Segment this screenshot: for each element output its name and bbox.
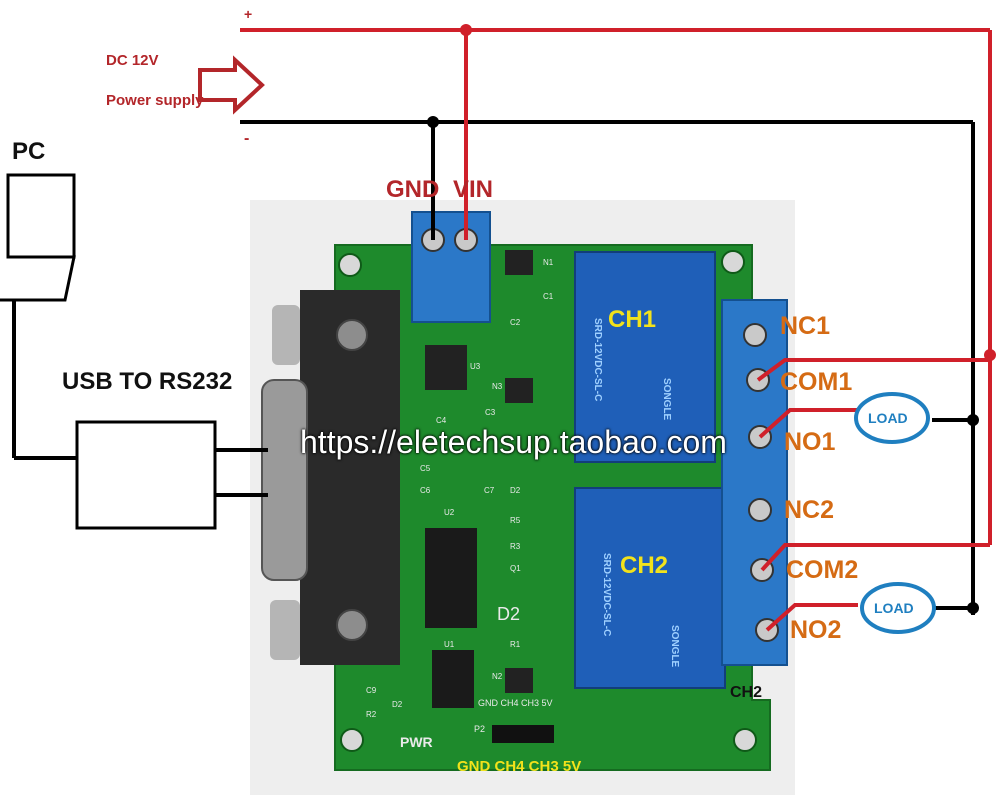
db9-screw-bottom [336, 609, 368, 641]
comp-c9: C9 [366, 686, 377, 695]
transistor-n1 [505, 250, 533, 275]
header-p2-silk: P2 [474, 724, 486, 734]
watermark-url: https://eletechsup.taobao.com [300, 424, 727, 460]
relay-ch2-model: SRD-12VDC-SL-C [601, 553, 612, 637]
regulator-u3 [425, 345, 467, 390]
comp-d2-pwr: D2 [392, 700, 403, 709]
junction-gnd [427, 116, 439, 128]
comp-u1: U1 [444, 640, 455, 649]
screw-nc1 [743, 323, 767, 347]
comp-c5: C5 [420, 464, 431, 473]
comp-c3: C3 [485, 408, 496, 417]
black-wires [12, 120, 975, 615]
mount-hole-bottom-right [733, 728, 757, 752]
relay-ch1-model: SRD-12VDC-SL-C [592, 318, 603, 402]
load-2-label: LOAD [874, 600, 914, 616]
header-silkscreen: GND CH4 CH3 5V [478, 698, 553, 708]
power-minus-label: - [244, 130, 250, 147]
junction-load1-neg [967, 414, 979, 426]
input-terminal-block [411, 211, 491, 323]
mount-hole-top-left [338, 253, 362, 277]
pc-keyboard-icon [0, 255, 76, 302]
relay-ch2-body [574, 487, 726, 689]
pin-header-p2 [492, 725, 554, 743]
relay-ch1-label: CH1 [608, 306, 657, 333]
gnd-terminal-label: GND [386, 176, 440, 203]
relay-ch2-label: CH2 [620, 552, 669, 579]
output-terminal-block [721, 299, 788, 666]
pc-label: PC [12, 138, 46, 165]
mount-hole-bottom-left [340, 728, 364, 752]
transistor-n3 [505, 378, 533, 403]
junction-com [984, 349, 996, 361]
comp-c6: C6 [420, 486, 431, 495]
comp-c4: C4 [436, 416, 447, 425]
comp-n1: N1 [543, 258, 554, 267]
comp-r1: R1 [510, 640, 521, 649]
power-plus-label: + [244, 6, 253, 22]
mount-hole-top-right [721, 250, 745, 274]
comp-c1: C1 [543, 292, 554, 301]
load-1-icon [854, 392, 930, 444]
pc-monitor-icon [6, 173, 76, 259]
load-1-label: LOAD [868, 410, 908, 426]
power-description-label: Power supply [106, 92, 204, 109]
comp-r5: R5 [510, 516, 521, 525]
db9-connector-frame [300, 290, 400, 665]
comp-n3: N3 [492, 382, 503, 391]
junction-load2-neg [967, 602, 979, 614]
screw-nc2 [748, 498, 772, 522]
db9-post-top [272, 305, 300, 365]
output-nc1-label: NC1 [780, 312, 831, 340]
converter-label: USB TO RS232 [62, 368, 233, 395]
d2-silk-label: D2 [497, 604, 521, 624]
pwr-silk-label: PWR [400, 734, 433, 750]
db9-screw-top [336, 319, 368, 351]
transistor-n2 [505, 668, 533, 693]
output-nc2-label: NC2 [784, 496, 835, 524]
usb-rs232-converter-box [75, 420, 217, 530]
output-no2-label: NO2 [790, 616, 842, 644]
ic-u1 [432, 650, 474, 708]
comp-c2: C2 [510, 318, 521, 327]
output-com1-label: COM1 [780, 368, 853, 396]
load-2-icon [860, 582, 936, 634]
junction-vin [460, 24, 472, 36]
red-wires [240, 28, 992, 632]
header-pin-label: GND CH4 CH3 5V [457, 758, 582, 775]
relay-ch2-brand: SONGLE [669, 625, 680, 668]
comp-d2-small: D2 [510, 486, 521, 495]
power-voltage-label: DC 12V [106, 52, 159, 69]
comp-r2: R2 [366, 710, 377, 719]
output-com2-label: COM2 [786, 556, 859, 584]
vin-terminal-label: VIN [453, 176, 494, 203]
power-arrow-icon [198, 55, 265, 115]
comp-c7: C7 [484, 486, 495, 495]
relay-ch1-brand: SONGLE [661, 378, 672, 421]
ch2-silk-label: CH2 [730, 684, 763, 701]
comp-u2: U2 [444, 508, 455, 517]
comp-q1: Q1 [510, 564, 521, 573]
db9-shell [261, 379, 308, 581]
comp-u3: U3 [470, 362, 481, 371]
ic-u2 [425, 528, 477, 628]
comp-r3: R3 [510, 542, 521, 551]
comp-n2: N2 [492, 672, 503, 681]
output-no1-label: NO1 [784, 428, 836, 456]
db9-post-bottom [270, 600, 300, 660]
relay-ch1-body [574, 251, 716, 463]
